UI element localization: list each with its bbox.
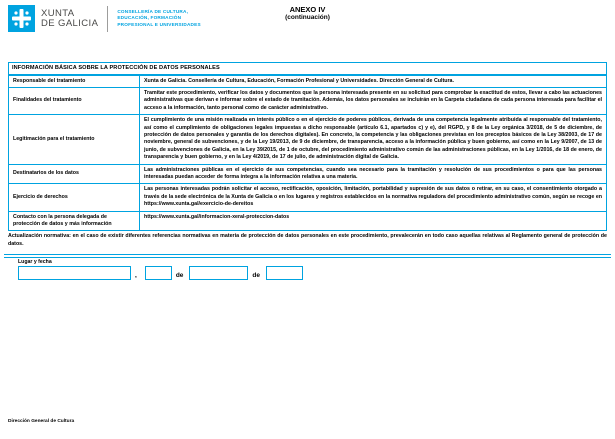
normative-update-note: Actualización normativa: en el caso de e… (8, 233, 607, 248)
row-value: Tramitar este procedimiento, verificar l… (144, 89, 602, 111)
row-value: Las administraciones públicas en el ejer… (144, 166, 602, 180)
annex-subtitle: (continuación) (285, 14, 330, 21)
table-row: Destinatarios de los datos Las administr… (9, 163, 606, 184)
row-value: Las personas interesadas podrán solicita… (144, 186, 602, 208)
annex-title: ANEXO IV (289, 5, 326, 14)
row-value: https://www.xunta.gal/informacion-xeral-… (144, 213, 290, 220)
brand-name: XUNTA DE GALICIA (41, 7, 99, 29)
header-brand: XUNTA DE GALICIA CONSELLERÍA DE CULTURA,… (8, 5, 201, 32)
place-and-date-row: , de de (18, 266, 607, 281)
month-input[interactable] (189, 266, 249, 281)
annex-heading: ANEXO IV (continuación) (0, 5, 615, 21)
department-name: CONSELLERÍA DE CULTURA, EDUCACIÓN, FORMA… (117, 8, 201, 27)
row-label: Legitimación para el tratamiento (9, 115, 140, 164)
row-value: Xunta de Galicia. Consellería de Cultura… (144, 77, 454, 84)
brand-separator (107, 5, 109, 32)
section-divider (4, 253, 611, 258)
xunta-logo-icon (8, 5, 35, 32)
row-label: Contacto con la persona delegada de prot… (9, 211, 140, 230)
row-label: Responsable del tratamiento (9, 75, 140, 87)
table-row: Finalidades del tratamiento Tramitar est… (9, 86, 606, 115)
table-row: Contacto con la persona delegada de prot… (9, 210, 606, 230)
signature-section: Lugar y fecha , de de (8, 259, 607, 281)
row-label: Ejercicio de derechos (9, 184, 140, 211)
place-and-date-label: Lugar y fecha (18, 258, 52, 265)
row-value: El cumplimiento de una misión realizada … (144, 117, 602, 161)
de-separator-2: de (252, 272, 260, 280)
place-input[interactable] (18, 266, 131, 281)
privacy-table: INFORMACIÓN BÁSICA SOBRE LA PROTECCIÓN D… (8, 62, 607, 231)
footer-department: Dirección General de Cultura (8, 419, 75, 424)
row-label: Destinatarios de los datos (9, 164, 140, 184)
year-input[interactable] (266, 266, 303, 281)
table-row: Legitimación para el tratamiento El cump… (9, 114, 606, 164)
row-label: Finalidades del tratamiento (9, 87, 140, 115)
table-row: Ejercicio de derechos Las personas inter… (9, 183, 606, 211)
table-row: Responsable del tratamiento Xunta de Gal… (9, 74, 606, 87)
day-input[interactable] (144, 266, 172, 281)
main-content: INFORMACIÓN BÁSICA SOBRE LA PROTECCIÓN D… (4, 62, 611, 281)
de-separator-1: de (175, 272, 184, 280)
privacy-table-title: INFORMACIÓN BÁSICA SOBRE LA PROTECCIÓN D… (9, 63, 606, 75)
comma-separator: , (135, 272, 137, 280)
